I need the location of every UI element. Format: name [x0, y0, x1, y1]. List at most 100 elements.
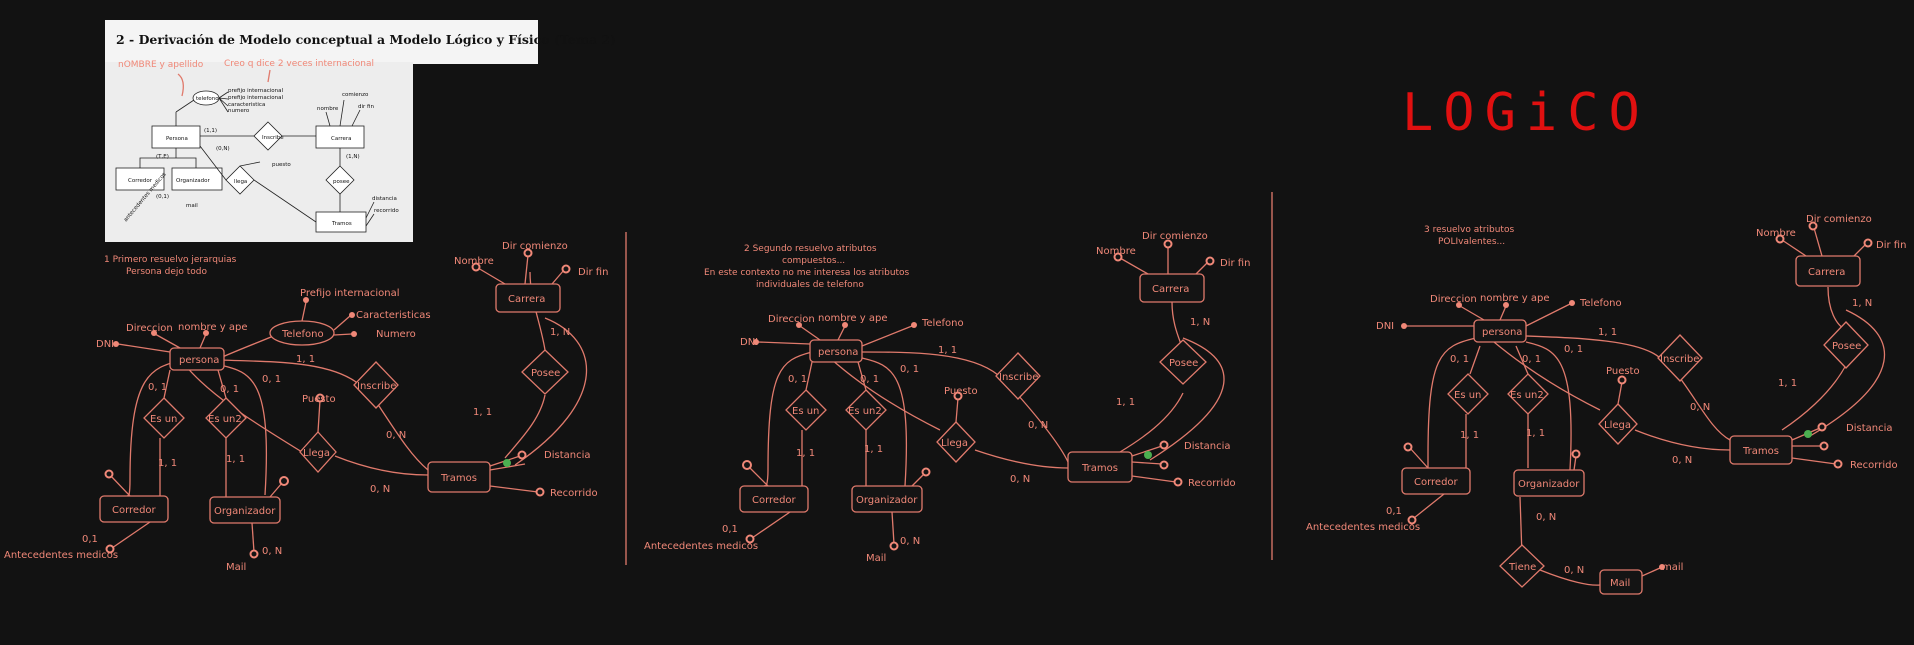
s3-card-6: 0, N: [1672, 455, 1692, 466]
ref-label-prefijo2: prefijo internacional: [228, 95, 283, 101]
s3-card-9: 1, 1: [1460, 430, 1479, 441]
ref-label-corredor: Corredor: [128, 178, 153, 184]
s1-telefono-label: Telefono: [281, 329, 324, 340]
s2-card-11: 0,1: [722, 524, 738, 535]
s3-llega-label: Llega: [1604, 420, 1631, 431]
s1-attr-direccion: Direccion: [126, 323, 173, 334]
s3-attr-dni: DNI: [1376, 321, 1394, 332]
s1-llega-label: Llega: [303, 448, 330, 459]
s3-card-11: 0,1: [1386, 506, 1402, 517]
s1-corredor-label: Corredor: [112, 505, 157, 516]
ref-label-posee: posee: [333, 179, 350, 185]
s2-tramos-label: Tramos: [1081, 463, 1118, 474]
s2-card-5: 0, N: [1028, 420, 1048, 431]
s3-attr-recorrido: Recorrido: [1850, 460, 1898, 471]
s2-attr-direccion: Direccion: [768, 314, 815, 325]
s1-attr-prefijo: Prefijo internacional: [300, 288, 400, 299]
s2-attr-dircom: Dir comienzo: [1142, 231, 1208, 242]
ref-label-mail: mail: [186, 203, 198, 209]
s2-attr-mail: Mail: [866, 553, 886, 564]
s1-attr-puesto: Puesto: [302, 394, 336, 405]
ref-label-numero: numero: [228, 108, 250, 114]
ref-label-dirfin: dir fin: [358, 104, 374, 110]
s3-card-8: 0, 1: [1522, 354, 1541, 365]
s1-attr-numero: Numero: [376, 329, 416, 340]
reference-title: 2 - Derivación de Modelo conceptual a Mo…: [116, 32, 616, 47]
ref-label-nombre: nombre: [317, 106, 339, 112]
reference-note-left: nOMBRE y apellido: [118, 60, 204, 70]
s2-persona-label: persona: [818, 347, 858, 358]
s1-posee-label: Posee: [531, 368, 560, 379]
s2-card-10: 1, 1: [864, 444, 883, 455]
s3-attr-nombre: nombre y ape: [1480, 293, 1550, 304]
s1-attr-mail-dot: [251, 551, 258, 558]
s1-attr-recorrido-dot: [537, 489, 544, 496]
s1-card-9: 1, 1: [158, 458, 177, 469]
s1-card-7: 0, 1: [148, 382, 167, 393]
ref-label-recorrido: recorrido: [374, 208, 399, 214]
s3-attr-distancia: Distancia: [1846, 423, 1892, 434]
ref-card-0n: (0,N): [216, 146, 230, 152]
s1-attr-recorrido: Recorrido: [550, 488, 598, 499]
s3-esun-label: Es un: [1454, 390, 1481, 401]
s3-inscribe-label: Inscribe: [1660, 354, 1699, 365]
s2-attr-nombre: nombre y ape: [818, 313, 888, 324]
s1-card-4: 1, 1: [473, 407, 492, 418]
ref-card-11: (1,1): [204, 128, 217, 134]
s2-card-7: 0, 1: [788, 374, 807, 385]
step3-caption-line1: 3 resuelvo atributos: [1424, 225, 1514, 235]
s2-organizador-label: Organizador: [856, 495, 918, 506]
s1-attr-dni: DNI: [96, 339, 114, 350]
s1-tramos-label: Tramos: [440, 473, 477, 484]
s1-attr-distancia-dot: [519, 452, 526, 459]
ref-label-comienzo: comienzo: [342, 92, 369, 98]
step2-caption-line3: En este contexto no me interesa los atri…: [704, 268, 910, 278]
s2-esun2-label: Es un2: [848, 406, 882, 417]
s3-persona-label: persona: [1482, 327, 1522, 338]
s2-card-9: 1, 1: [796, 448, 815, 459]
s2-attr-puesto: Puesto: [944, 386, 978, 397]
s3-organizador-label: Organizador: [1518, 479, 1580, 490]
s3-attr-dircom: Dir comienzo: [1806, 214, 1872, 225]
s3-card-4: 1, 1: [1778, 378, 1797, 389]
s2-card-4: 1, 1: [1116, 397, 1135, 408]
s1-green-marker: [503, 459, 511, 467]
s1-attr-dirfin-dot: [563, 266, 570, 273]
step3-caption-line2: POLIvalentes...: [1438, 237, 1505, 247]
s3-attr-antecedentes: Antecedentes medicos: [1306, 522, 1420, 533]
step2-caption-line2: compuestos...: [782, 256, 845, 266]
s2-attr-nombre-c: Nombre: [1096, 246, 1136, 257]
ref-label-prefijo1: prefijo internacional: [228, 88, 283, 94]
ref-label-llega: llega: [234, 179, 247, 185]
s3-attr-telefono: Telefono: [1579, 298, 1622, 309]
s2-inscribe-label: Inscribe: [999, 372, 1038, 383]
s3-mail-label: Mail: [1610, 578, 1630, 589]
s3-carrera-label: Carrera: [1808, 267, 1845, 278]
s1-attr-nombre-c: Nombre: [454, 256, 494, 267]
s1-attr-caract: Caracteristicas: [356, 310, 431, 321]
s3-attr-puesto: Puesto: [1606, 366, 1640, 377]
s2-llega-label: Llega: [941, 438, 968, 449]
step2-diagram: 2 Segundo resuelvo atributos compuestos.…: [644, 231, 1250, 564]
s3-card-5: 0, N: [1690, 402, 1710, 413]
s2-esun-label: Es un: [792, 406, 819, 417]
s3-posee-label: Posee: [1832, 341, 1861, 352]
s1-organizador-label: Organizador: [214, 506, 276, 517]
s3-corredor-label: Corredor: [1414, 477, 1459, 488]
ref-card-1n: (1,N): [346, 154, 360, 160]
s3-card-10: 1, 1: [1526, 428, 1545, 439]
ref-label-persona: Persona: [166, 136, 188, 142]
s1-esun-label: Es un: [150, 414, 177, 425]
ref-label-carrera: Carrera: [331, 136, 352, 142]
s1-card-1: 1, 1: [296, 354, 315, 365]
s2-attr-dni: DNI: [740, 337, 758, 348]
s3-esun2-label: Es un2: [1510, 390, 1544, 401]
s3-tiene-label: Tiene: [1508, 562, 1536, 573]
s3-card-2: 0, 1: [1564, 344, 1583, 355]
s1-line-llega-tramos: [335, 456, 428, 475]
title-logico: LOGiCO: [1402, 83, 1650, 143]
s1-card-6: 0, N: [370, 484, 390, 495]
s3-tramos-label: Tramos: [1742, 446, 1779, 457]
s2-posee-label: Posee: [1169, 358, 1198, 369]
step3-diagram: 3 resuelvo atributos POLIvalentes... per…: [1306, 214, 1906, 594]
